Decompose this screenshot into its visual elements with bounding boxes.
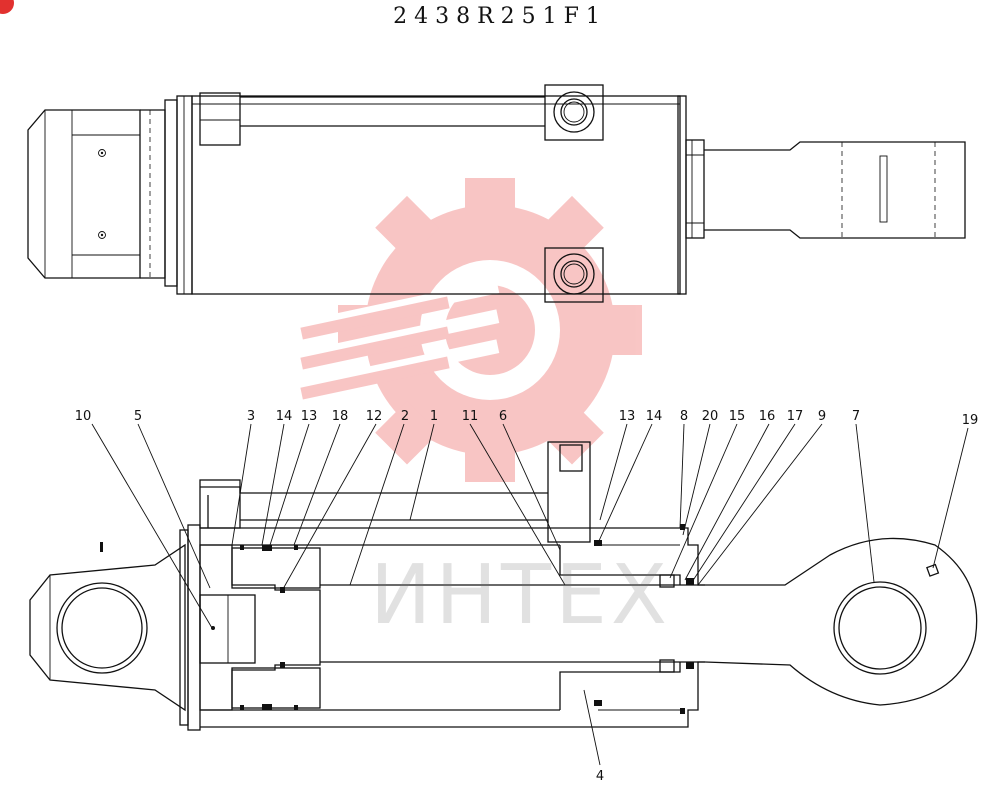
- callout-label: 3: [247, 409, 255, 424]
- callout-leaders: [91, 423, 969, 766]
- callout-label: 8: [680, 409, 688, 424]
- piston-rod-exterior: [704, 141, 966, 239]
- exterior-view: [27, 84, 966, 303]
- rod-flat: [879, 155, 888, 223]
- part-number-title: 2438R251F1: [393, 4, 607, 29]
- cylinder-barrel: [191, 95, 681, 295]
- callout-label: 5: [134, 409, 142, 424]
- bolt-icon: [98, 149, 106, 157]
- callout-label: 1: [430, 409, 438, 424]
- piston: [199, 544, 321, 711]
- callout-label: 13: [619, 409, 636, 424]
- rear-pin-bore: [56, 582, 148, 674]
- callout-label: 7: [852, 409, 860, 424]
- callout-labels: 10 5 3 14 13 18 12 2 1 11 6 13 14 8 20 1…: [75, 409, 979, 784]
- head-cap: [187, 524, 201, 731]
- callout-label: 17: [787, 409, 804, 424]
- port-block-bottom: [544, 247, 604, 303]
- corner-marker: [0, 0, 14, 14]
- rod-gland: [685, 139, 705, 239]
- callout-label: 12: [366, 409, 383, 424]
- grease-nipple: [926, 563, 940, 577]
- callout-label: 6: [499, 409, 507, 424]
- section-view: [29, 441, 978, 731]
- port-block-top: [544, 84, 604, 141]
- callout-label: 18: [332, 409, 349, 424]
- rod-guide-top: [559, 545, 681, 585]
- callout-label: 9: [818, 409, 826, 424]
- callout-label: 14: [646, 409, 663, 424]
- piston-nut: [199, 594, 256, 664]
- watermark-gear-logo: [300, 178, 642, 482]
- port-block-section: [547, 441, 591, 543]
- callout-label: 4: [596, 769, 604, 784]
- bolt-icon: [98, 231, 106, 239]
- tube-fitting-section: [199, 479, 241, 529]
- rod-guide-bottom: [559, 662, 681, 710]
- tube-fitting: [199, 92, 241, 146]
- callout-label: 14: [276, 409, 293, 424]
- callout-label: 11: [462, 409, 479, 424]
- head-flange: [164, 99, 178, 287]
- callout-label: 10: [75, 409, 92, 424]
- callout-label: 16: [759, 409, 776, 424]
- rear-eye-clevis: [29, 543, 186, 712]
- callout-label: 20: [702, 409, 719, 424]
- callout-label: 13: [301, 409, 318, 424]
- rod-pin-bore: [833, 581, 927, 675]
- callout-label: 2: [401, 409, 409, 424]
- callout-label: 19: [962, 413, 979, 428]
- rod-eye: [704, 537, 978, 706]
- callout-label: 15: [729, 409, 746, 424]
- watermark-text: ИНТЕХ: [370, 548, 672, 643]
